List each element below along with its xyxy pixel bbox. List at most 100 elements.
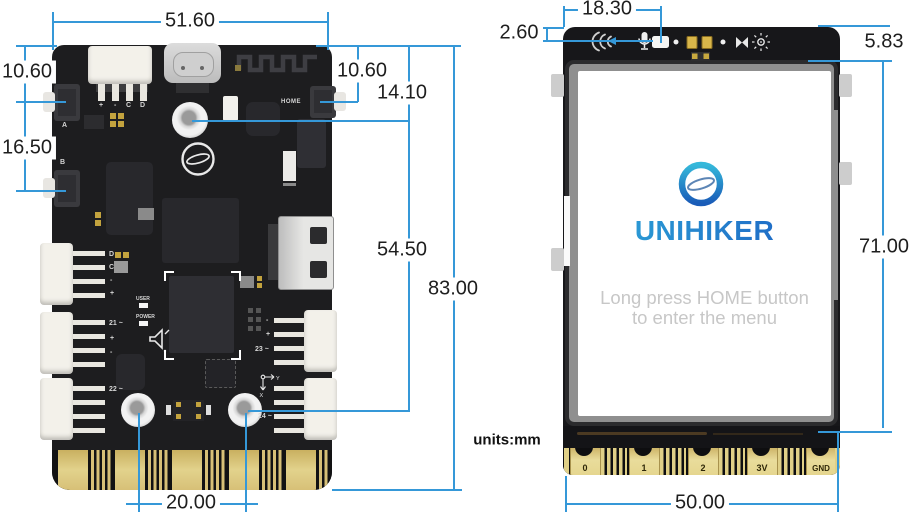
- ext-line: [660, 6, 662, 43]
- chip-pmu: [116, 354, 145, 390]
- back-board: + - C D A B HOME: [40, 43, 346, 490]
- pad-notch: [693, 448, 711, 456]
- edge-pads: 0 1 2 3V GND: [563, 448, 840, 475]
- passive: [95, 212, 101, 218]
- pad-2-label: 2: [700, 463, 706, 473]
- pin-label-minus: -: [110, 349, 113, 356]
- connector-leg: [126, 84, 133, 101]
- ext-line: [138, 413, 140, 512]
- pad-0: 0: [569, 448, 601, 475]
- finger-stripes: [262, 450, 284, 490]
- jst-connector-right-2: [304, 378, 337, 440]
- passive-pins: [256, 317, 261, 322]
- dim-back-right-offset: 14.10: [372, 81, 432, 105]
- pad-1-label: 1: [641, 463, 647, 473]
- axis-icon: Y X: [260, 374, 280, 399]
- pin-label-c: C: [109, 264, 115, 271]
- front-board: UNIHIKER Long press HOME button to enter…: [551, 27, 852, 475]
- dfrobot-logo: [181, 142, 215, 176]
- side-tab: [551, 248, 564, 271]
- wifi-antenna-trace: [235, 54, 317, 73]
- connector-leg: [73, 279, 105, 284]
- usb-c-slot: [176, 83, 209, 93]
- pad-stripes: [718, 448, 745, 475]
- pad-0-label: 0: [582, 463, 588, 473]
- connector-leg: [73, 400, 105, 405]
- pad-notch: [752, 448, 770, 456]
- finger-pad: [58, 450, 88, 490]
- tick: [818, 25, 890, 27]
- pad-notch: [634, 448, 652, 456]
- axis-y-label: Y: [276, 376, 280, 382]
- gravity-connector-top: [88, 46, 152, 84]
- finger-stripes: [91, 450, 113, 490]
- passive-dark: [84, 115, 104, 129]
- dim-back-left-upper: 10.60: [0, 60, 57, 84]
- tick: [16, 190, 66, 192]
- connector-pin-block: [96, 84, 148, 92]
- usb-c-inner: [173, 52, 214, 77]
- chip-flash: [106, 162, 153, 235]
- dim-back-right-upper: 10.60: [332, 59, 392, 83]
- connector-leg: [274, 318, 304, 323]
- passive-pins: [256, 326, 261, 331]
- screen-message-line1: Long press HOME button: [600, 287, 809, 308]
- side-tab: [839, 74, 852, 97]
- passive: [110, 113, 116, 119]
- jst-connector-left-1: [40, 243, 73, 305]
- passive: [115, 252, 121, 258]
- tick-v: [546, 27, 548, 41]
- led-dot: [720, 39, 726, 45]
- pad-notch: [575, 448, 593, 456]
- dark-module: [246, 102, 280, 136]
- chip-side: [166, 405, 171, 415]
- bottom-strip: [563, 426, 840, 448]
- finger-stripes: [148, 450, 170, 490]
- passive: [118, 121, 124, 127]
- button-b-inner: [58, 175, 76, 202]
- passive: [123, 252, 129, 258]
- light-sensor-icon: [752, 33, 770, 51]
- pin-label-plus: +: [266, 331, 271, 338]
- passive-pins: [248, 308, 253, 313]
- chip-ram: [162, 198, 239, 263]
- jst-connector-right-1: [304, 310, 337, 372]
- dim-front-top-edge: 2.60: [495, 21, 543, 45]
- pin-label-c: C: [126, 102, 132, 109]
- pin-label-plus: +: [110, 290, 115, 297]
- brand-name: UNIHIKER: [578, 215, 831, 247]
- port-21-label: 21 ~: [109, 320, 123, 327]
- passive-gray: [114, 261, 128, 273]
- passive: [257, 276, 262, 281]
- top-bar-icons: [591, 31, 770, 61]
- finger-stripes: [319, 450, 330, 490]
- home-button-label: HOME: [281, 99, 301, 105]
- bowtie-icon: [736, 37, 748, 48]
- finger-pad: [172, 450, 202, 490]
- led-dot: [673, 39, 679, 45]
- pad-3v: 3V: [746, 448, 778, 475]
- tick: [316, 45, 461, 47]
- ext-line: [563, 6, 565, 27]
- pin-label-minus: -: [266, 317, 269, 324]
- tick: [543, 40, 653, 42]
- pin-label-minus: -: [110, 277, 113, 284]
- usb-a-pins: [268, 224, 280, 280]
- pad-gnd: GND: [805, 448, 837, 475]
- ext-line: [327, 12, 329, 50]
- connector-leg: [73, 251, 105, 256]
- passive-gray: [240, 276, 254, 288]
- frame-notch-gray: [833, 110, 838, 300]
- side-tab: [551, 74, 564, 97]
- connector-leg: [274, 414, 304, 419]
- white-component-2-line: [283, 183, 296, 186]
- passive-pins: [256, 308, 261, 313]
- finger-pad: [286, 450, 316, 490]
- passive-pins: [248, 326, 253, 331]
- soc-bracket: [231, 271, 241, 281]
- ext-line: [52, 12, 54, 50]
- power-led-label: POWER: [136, 314, 155, 320]
- pad-gnd-label: GND: [812, 464, 830, 473]
- jst-connector-left-3: [40, 378, 73, 440]
